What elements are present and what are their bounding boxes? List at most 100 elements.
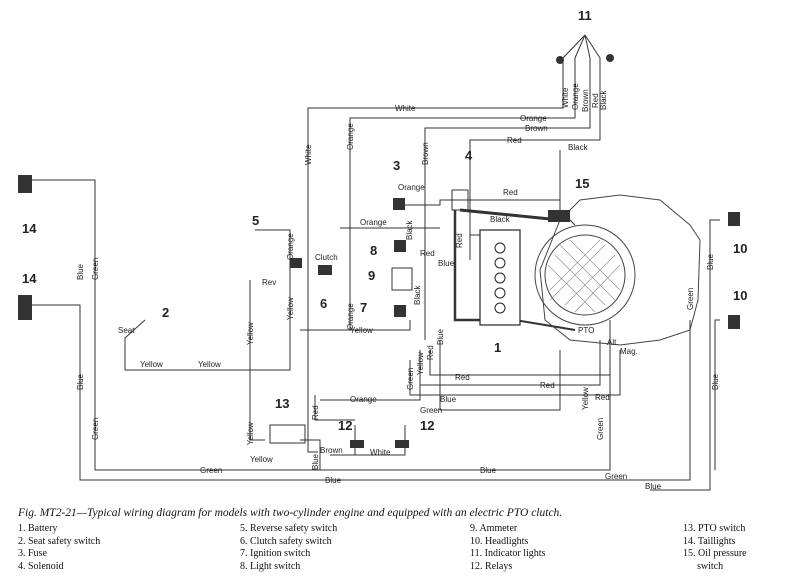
wire-label-green: Green [420,406,442,415]
wire-label-brown-2: Brown [320,446,343,455]
label-1: 1 [494,340,501,355]
wire-label-orange: Orange [520,114,547,123]
label-14b: 14 [22,271,37,286]
headlight-block-2 [728,315,740,329]
label-clutch: Clutch [315,253,338,262]
legend-item: 6. Clutch safety switch [240,535,332,547]
wire-label-yellow-2: Yellow [198,360,221,369]
vlabel-blue-4: Blue [436,328,445,345]
vlabel-orange-2: Orange [346,303,355,330]
vlabel-blue-6: Blue [711,373,720,390]
ignition-switch-block [394,305,406,317]
vlabel-red: Red [455,233,464,248]
wire-label-orange-3: Orange [360,218,387,227]
label-13: 13 [275,396,289,411]
vlabel-orange-5: Orange [571,83,580,110]
label-3: 3 [393,158,400,173]
label-6: 6 [320,296,327,311]
label-12a: 12 [338,418,352,433]
component-blocks [18,54,740,448]
label-7: 7 [360,300,367,315]
engine-screen [547,239,621,313]
wire-label-yellow-4: Yellow [250,455,273,464]
relay-block-2 [395,440,409,448]
vlabel-yellow-2: Yellow [246,422,255,445]
vlabel-green-3: Green [406,368,415,390]
wire-label-orange-2: Orange [398,183,425,192]
wiring-diagram: 1 2 3 4 5 6 7 8 9 10 10 11 12 12 13 14 1… [18,8,747,491]
label-12b: 12 [420,418,434,433]
legend-item: 12. Relays [470,560,513,572]
wire-label-black: Black [568,143,589,152]
component-labels: 1 2 3 4 5 6 7 8 9 10 10 11 12 12 13 14 1… [22,8,747,433]
legend-item: 2. Seat safety switch [18,535,101,547]
vlabel-green-4: Green [596,418,605,440]
vlabel-orange: Orange [346,123,355,150]
label-11: 11 [578,8,592,23]
label-pto: PTO [578,326,594,335]
label-seat: Seat [118,326,135,335]
legend-item: 13. PTO switch [683,523,746,534]
wire-label-blue-2: Blue [325,476,342,485]
wire-label-green-2: Green [200,466,222,475]
vlabel-yellow-5: Yellow [581,387,590,410]
label-8: 8 [370,243,377,258]
legend-column-3: 9. Ammeter 10. Headlights 11. Indicator … [470,523,545,573]
vlabel-white: White [304,144,313,165]
indicator-light-1 [556,56,564,64]
wire-label-yellow: Yellow [140,360,163,369]
wire-label-brown: Brown [525,124,548,133]
vlabel-red-4: Red [591,93,600,108]
legend-item: 5. Reverse safety switch [240,523,338,534]
label-9: 9 [368,268,375,283]
vlabel-yellow-3: Yellow [286,297,295,320]
wire-label-green-3: Green [605,472,627,481]
vlabel-white-3: White [561,87,570,108]
component-legend: 1. Battery 2. Seat safety switch 3. Fuse… [18,523,788,578]
light-switch-block [394,240,406,252]
oil-switch-block [548,210,570,222]
legend-column-2: 5. Reverse safety switch 6. Clutch safet… [240,523,337,573]
wire-label-blue-3: Blue [480,466,497,475]
vlabel-brown-3: Brown [581,89,590,112]
label-mag: Mag. [620,347,638,356]
vlabel-green-2: Green [91,418,100,440]
ammeter-block [391,267,413,291]
vlabel-blue-3: Blue [311,453,320,470]
vlabel-black-2: Black [413,284,422,305]
label-15: 15 [575,176,589,191]
legend-item: 4. Solenoid [18,560,64,572]
wire-label-white: White [395,104,416,113]
wire-label-red-4: Red [455,373,470,382]
legend-column-1: 1. Battery 2. Seat safety switch 3. Fuse… [18,523,100,573]
wire-label-orange-4: Orange [350,395,377,404]
wire-label-red-6: Red [420,249,435,258]
legend-item: 15. Oil pressure [683,548,747,559]
wire-label-black-2: Black [490,215,511,224]
legend-item: 11. Indicator lights [470,548,546,559]
label-alt: Alt. [607,338,619,347]
label-rev: Rev [262,278,276,287]
legend-item: 7. Ignition switch [240,548,311,559]
vlabel-green: Green [91,258,100,280]
vlabel-brown: Brown [421,142,430,165]
clutch-switch-block [318,265,332,275]
wire-label-yellow-3: Yellow [350,326,373,335]
label-10a: 10 [733,241,747,256]
wire-label-red: Red [507,136,522,145]
reverse-switch-block [290,258,302,268]
vlabel-yellow-4: Yellow [416,352,425,375]
wire-label-white-2: White [370,448,391,457]
label-2: 2 [162,305,169,320]
wire-color-labels: White Orange Brown Red Black Black Red O… [140,104,662,491]
wire-lines [30,34,720,491]
legend-item: 1. Battery [18,523,58,534]
wire-label-blue: Blue [440,395,457,404]
vertical-wire-labels: White Orange Orange Orange Brown Red Bla… [76,83,720,470]
label-4: 4 [465,148,473,163]
vlabel-red-2: Red [311,405,320,420]
vlabel-orange-3: Orange [286,233,295,260]
vlabel-blue-5: Blue [706,253,715,270]
label-5: 5 [252,213,259,228]
